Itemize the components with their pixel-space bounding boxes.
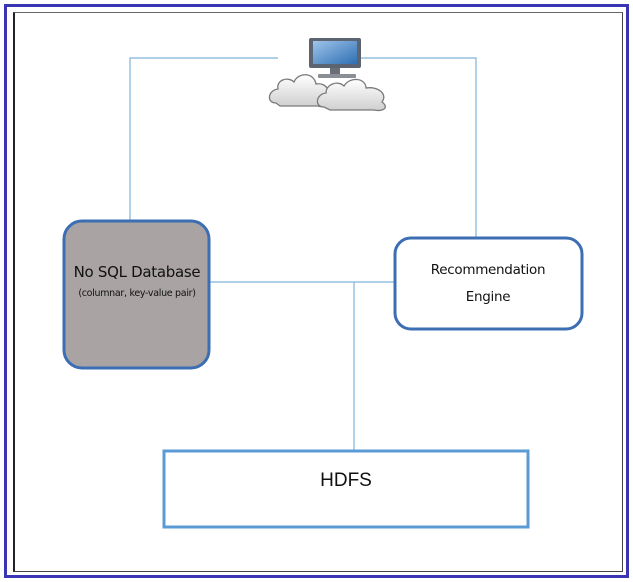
outer-frame [4,4,629,578]
nosql-title: No SQL Database [73,263,201,281]
nosql-node-box [62,219,211,370]
hdfs-label: HDFS [320,470,372,491]
recommendation-title-line2: Engine [465,289,511,305]
monitor-stand [330,68,340,74]
cloud-computer-icon [268,38,386,112]
cloud-right [316,78,386,112]
inner-frame [13,12,623,572]
monitor-base [318,74,356,78]
recommendation-node-box [393,236,584,331]
connector-client-nosql [129,57,278,220]
hdfs-node-box [162,449,530,529]
monitor-screen [313,41,357,64]
connector-client-reco [360,57,477,238]
nosql-subtitle: (columnar, key-value pair) [78,288,196,299]
recommendation-title-line1: Recommendation [430,262,546,278]
connectors [129,57,477,451]
